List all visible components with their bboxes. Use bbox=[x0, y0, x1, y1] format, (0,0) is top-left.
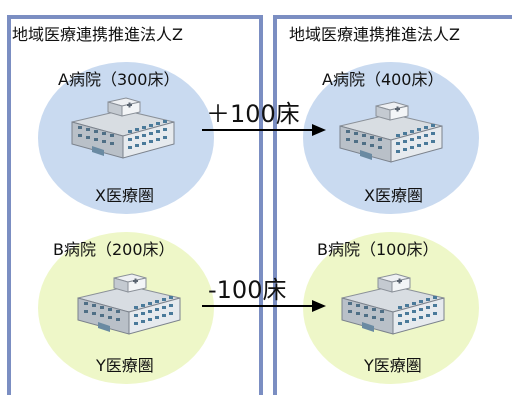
hospital-b-label-left: B病院（200床） bbox=[53, 240, 175, 259]
area-x-label-left: X医療圏 bbox=[95, 186, 154, 205]
hospital-building-icon bbox=[341, 273, 445, 335]
area-y-label-right: Y医療圏 bbox=[364, 356, 422, 375]
hospital-a-label-left: A病院（300床） bbox=[58, 70, 180, 89]
panel-title: 地域医療連携推進法人Z bbox=[12, 25, 183, 44]
hospital-building-icon bbox=[339, 101, 443, 163]
hospital-b-label-right: B病院（100床） bbox=[317, 240, 439, 259]
hospital-a-label-right: A病院（400床） bbox=[322, 70, 444, 89]
transfer-label-bottom: -100床 bbox=[208, 276, 287, 304]
area-y-label-left: Y医療圏 bbox=[96, 356, 154, 375]
panel-title: 地域医療連携推進法人Z bbox=[289, 25, 460, 44]
transfer-arrow-bottom bbox=[202, 300, 326, 312]
area-x-label-right: X医療圏 bbox=[364, 186, 423, 205]
transfer-arrow-top bbox=[202, 124, 326, 136]
hospital-building-icon bbox=[71, 97, 175, 159]
hospital-building-icon bbox=[77, 273, 181, 335]
transfer-label-top: ＋100床 bbox=[206, 100, 300, 128]
